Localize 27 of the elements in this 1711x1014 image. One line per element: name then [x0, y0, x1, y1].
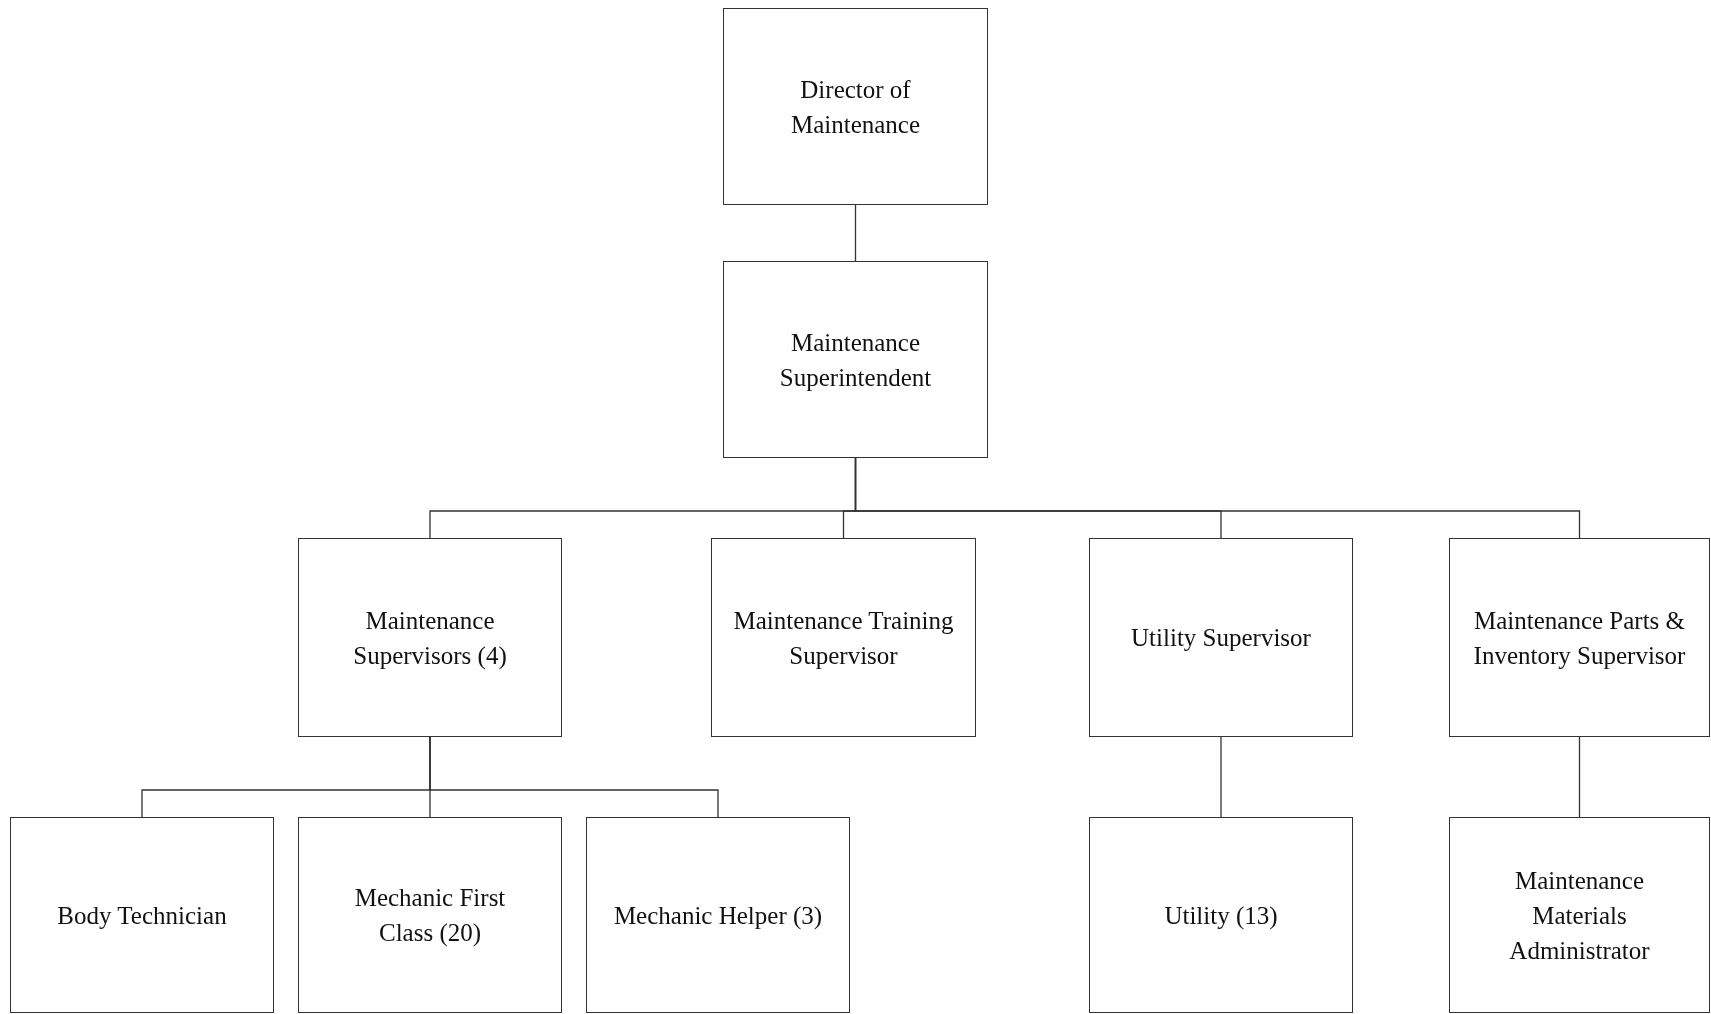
position-title: Maintenance Superintendent: [778, 327, 933, 393]
position-box: [298, 817, 562, 1013]
position-box: [1089, 817, 1353, 1013]
connector-line: [429, 736, 719, 818]
position-box: [1449, 817, 1710, 1013]
position-title: Mechanic First Class (20): [353, 883, 507, 949]
position-title: Director of Maintenance: [789, 74, 922, 140]
position-box: [586, 817, 850, 1013]
connector-line: [1220, 736, 1222, 818]
position-box: [723, 261, 988, 458]
connector-line: [854, 457, 1581, 539]
position-title: Body Technician: [57, 900, 227, 931]
position-box: [711, 538, 976, 737]
position-title: Maintenance Training Supervisor: [732, 605, 955, 671]
position-title: Mechanic Helper (3): [613, 900, 823, 932]
position-box: [10, 817, 274, 1013]
position-box: [1089, 538, 1353, 737]
position-title: Utility (13): [1164, 900, 1278, 932]
position-box: [298, 538, 562, 737]
connector-line: [854, 204, 857, 262]
position-title: Utility Supervisor: [1131, 623, 1311, 653]
position-title: Maintenance Parts & Inventory Supervisor: [1472, 605, 1687, 671]
position-box: [1449, 538, 1710, 737]
position-box: [723, 8, 988, 205]
position-title: Maintenance Materials Administrator: [1508, 865, 1651, 966]
connector-line: [1578, 736, 1581, 818]
position-title: Maintenance Supervisors (4): [352, 605, 508, 672]
